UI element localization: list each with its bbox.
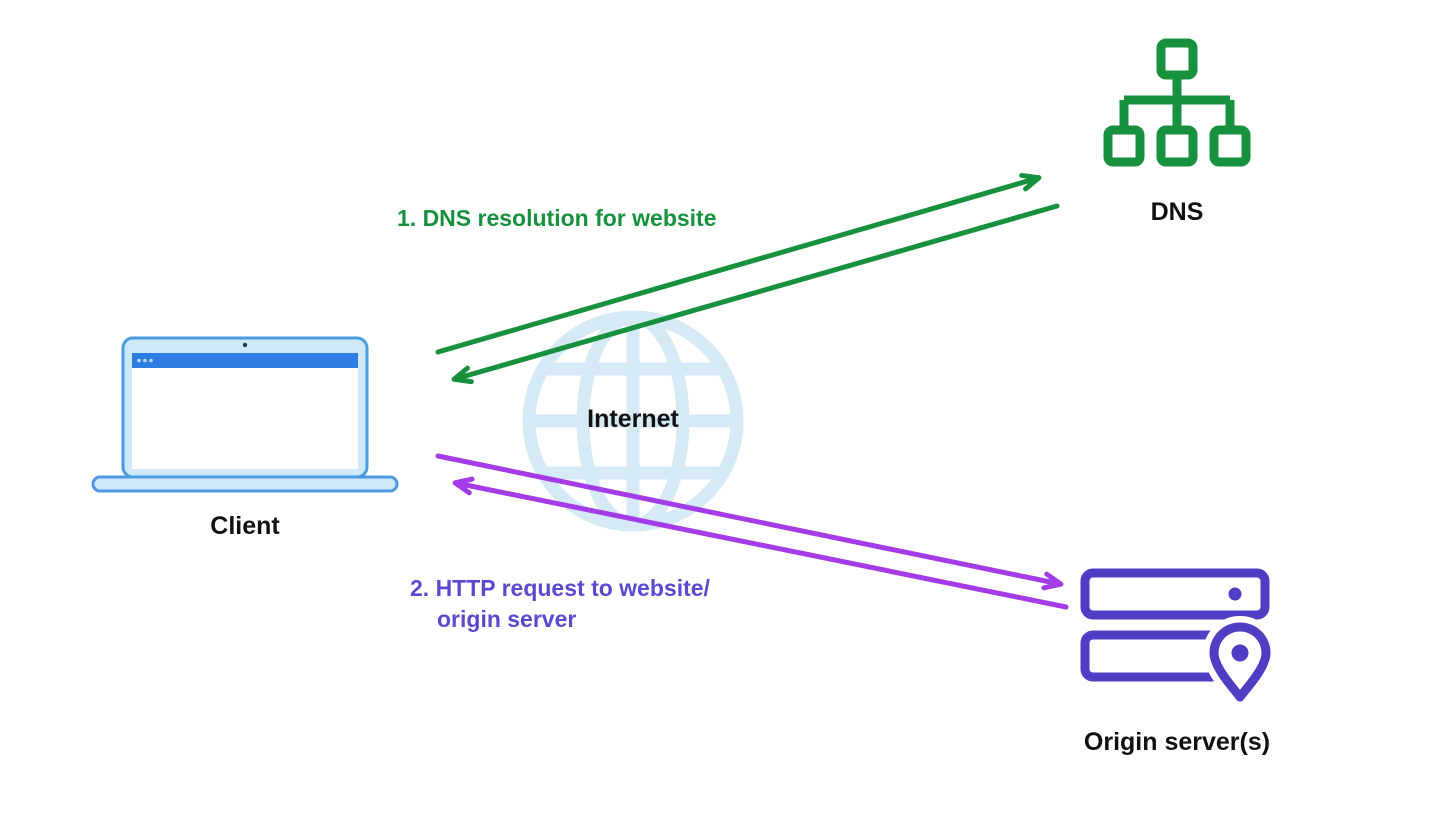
dns-label: DNS [1150, 198, 1204, 226]
http-request-label-line2: origin server [437, 606, 577, 632]
client-label: Client [210, 512, 280, 540]
globe-icon [522, 310, 744, 532]
dns-response-arrow [451, 203, 1060, 385]
server-rack-icon [1080, 568, 1275, 708]
origin-server-label: Origin server(s) [1083, 728, 1271, 756]
dns-resolution-label: 1. DNS resolution for website [397, 205, 717, 231]
sitemap-tree-icon [1103, 38, 1251, 167]
webcam-dot [242, 342, 248, 348]
internet-label: Internet [587, 405, 679, 433]
http-request-label-line1: 2. HTTP request to website/ [410, 575, 710, 601]
dns-request-arrow [435, 172, 1042, 355]
http-request-arrow [435, 453, 1064, 591]
http-request-label: 2. HTTP request to website/ origin serve… [410, 573, 710, 635]
http-response-arrow [452, 476, 1069, 610]
location-pin-icon [1203, 616, 1275, 708]
laptop-icon [91, 336, 399, 493]
